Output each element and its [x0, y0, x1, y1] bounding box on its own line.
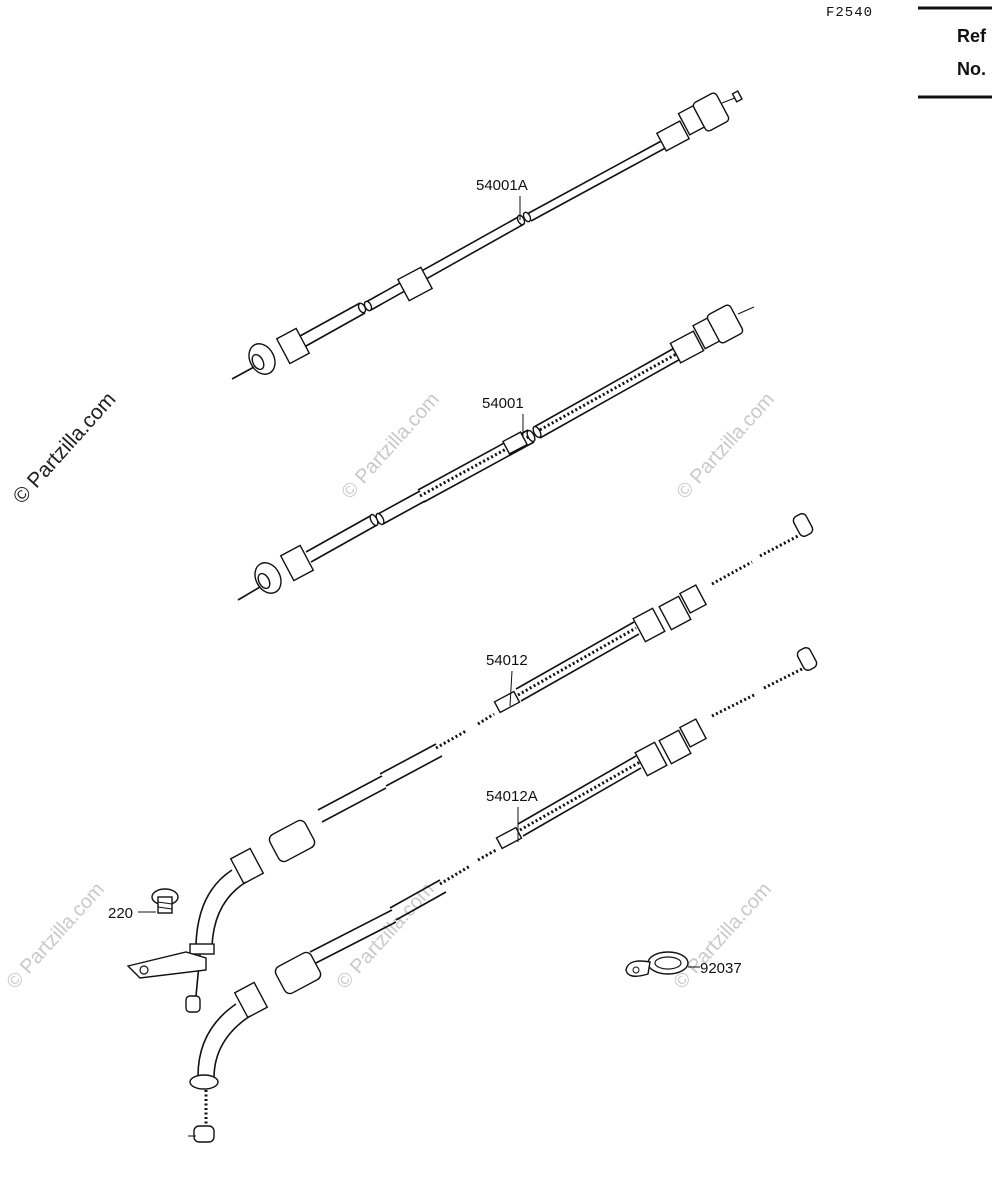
watermark-faint-3: © Partzilla.com — [2, 878, 109, 993]
throttle-cable-close-drawing — [188, 647, 818, 1143]
watermark-faint-2: © Partzilla.com — [672, 388, 779, 503]
callout-54012A: 54012A — [486, 788, 538, 805]
watermark-faint-4: © Partzilla.com — [332, 878, 439, 993]
leader-54012 — [509, 670, 513, 707]
callout-92037: 92037 — [700, 960, 742, 977]
watermark-main: © Partzilla.com — [9, 388, 121, 509]
throttle-cable-open-drawing — [126, 513, 814, 1013]
screw-drawing — [151, 888, 179, 914]
cable-clamp-drawing — [625, 951, 689, 977]
figure-id: F2540 — [826, 5, 873, 21]
ref-header-line1: Ref — [957, 26, 987, 46]
callout-220: 220 — [108, 905, 133, 922]
speedometer-cable-drawing — [231, 90, 743, 380]
callout-54001: 54001 — [482, 395, 524, 412]
callout-54001A: 54001A — [476, 177, 528, 194]
ref-header-line2: No. — [957, 59, 986, 79]
callout-54012: 54012 — [486, 652, 528, 669]
tachometer-cable-drawing — [237, 304, 755, 601]
watermark-faint-1: © Partzilla.com — [337, 388, 444, 503]
